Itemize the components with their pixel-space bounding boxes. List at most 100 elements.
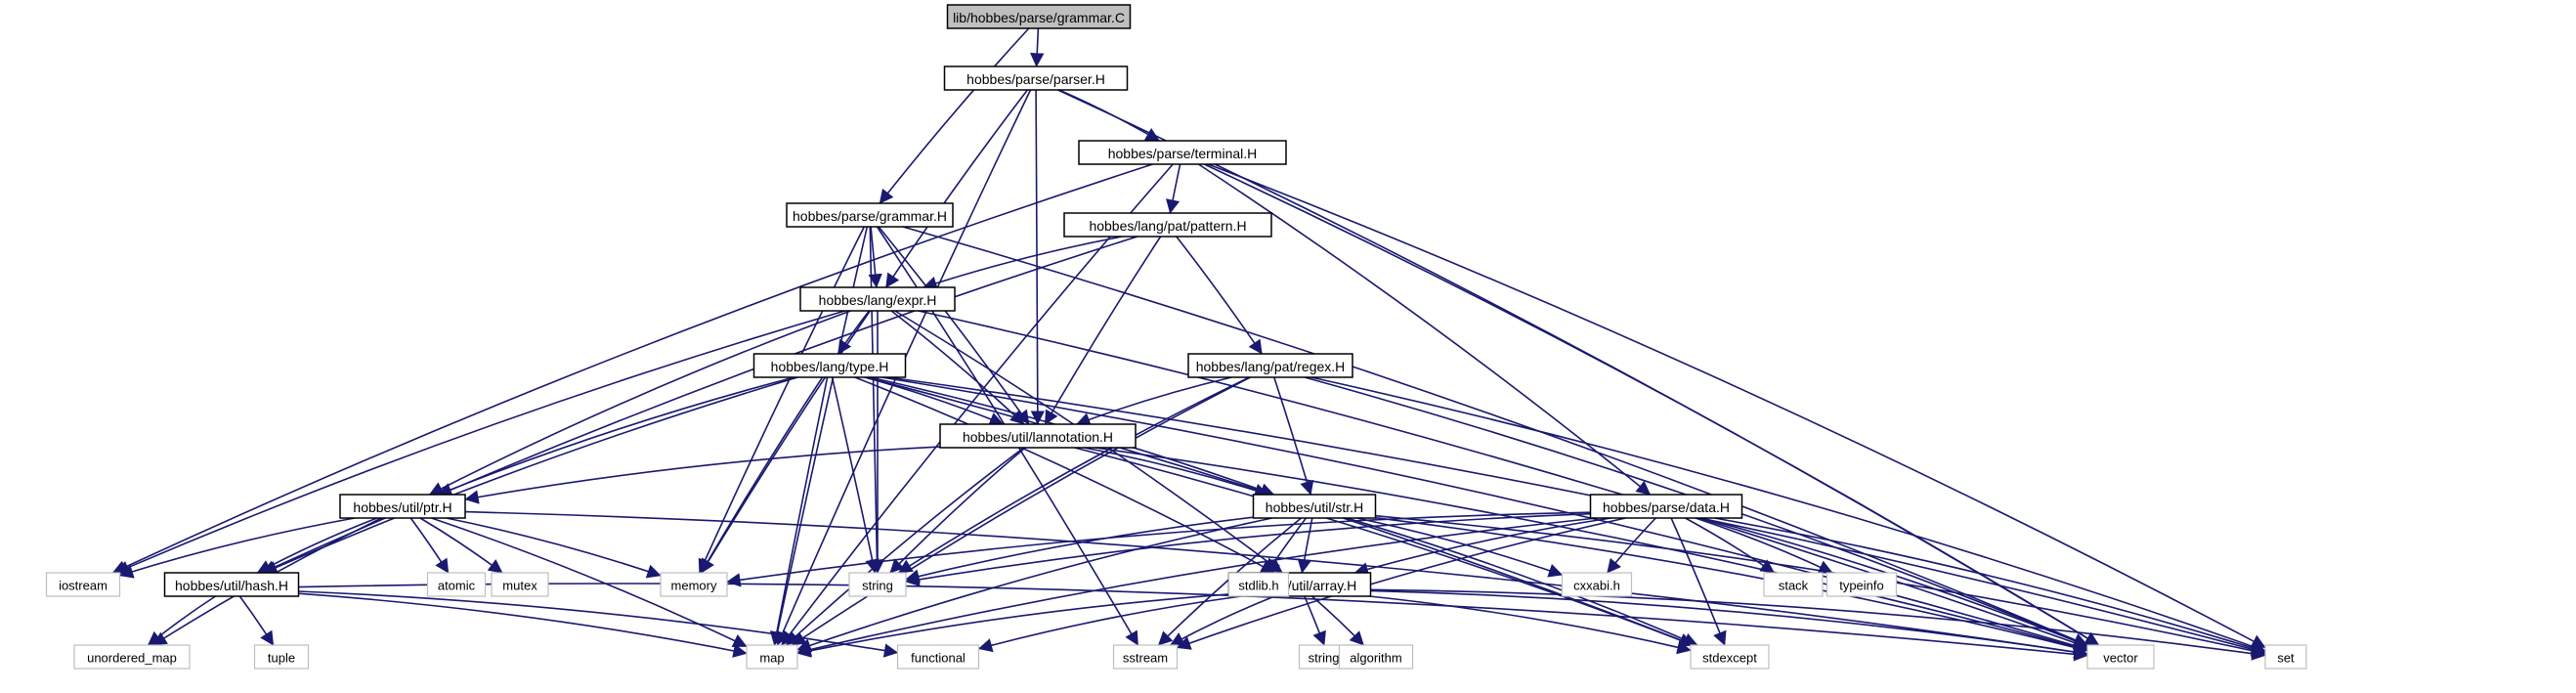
edge-expr-to-ptr	[428, 310, 851, 496]
node-str[interactable]: hobbes/util/str.H	[1252, 494, 1377, 519]
edge-parser-to-expr	[884, 89, 1029, 288]
edge-lannot-to-str	[1084, 447, 1269, 498]
edge-data-to-map	[796, 517, 1597, 657]
edge-pattern-to-lannot	[1044, 236, 1162, 425]
node-data[interactable]: hobbes/parse/data.H	[1589, 494, 1743, 519]
node-grammar[interactable]: hobbes/parse/grammar.H	[786, 202, 954, 228]
edge-regex-to-string	[897, 376, 1250, 574]
node-set-label: set	[2277, 651, 2295, 666]
node-memory: memory	[660, 572, 728, 597]
edge-data-to-cxxabi	[1607, 517, 1656, 574]
edge-grammar-to-expr	[868, 226, 882, 288]
node-stdexcept-box	[1690, 644, 1770, 670]
node-lannot[interactable]: hobbes/util/lannotation.H	[939, 423, 1137, 449]
node-data-label: hobbes/parse/data.H	[1603, 499, 1730, 515]
edge-pattern-to-hash	[261, 236, 1138, 574]
edge-grammar-to-memory	[698, 226, 866, 574]
node-memory-box	[660, 572, 728, 597]
node-functional-label: functional	[911, 651, 966, 666]
edge-terminal-to-set	[1208, 163, 2266, 649]
node-map: map	[746, 644, 798, 670]
edge-array-to-stdexcept	[1369, 595, 1692, 655]
edge-lannot-to-stdexcept	[1074, 447, 1695, 647]
edge-data-to-array	[1353, 517, 1611, 577]
node-unordered_map: unordered_map	[73, 644, 191, 670]
node-sstream: sstream	[1112, 644, 1179, 670]
node-hash-box	[163, 572, 300, 597]
edge-str-to-stdexcept	[1346, 517, 1698, 647]
node-regex[interactable]: hobbes/lang/pat/regex.H	[1187, 353, 1353, 378]
node-ptr[interactable]: hobbes/util/ptr.H	[339, 494, 466, 519]
edge-str-to-map	[796, 517, 1272, 653]
edge-hash-to-functional	[298, 590, 899, 658]
node-hash[interactable]: hobbes/util/hash.H	[163, 572, 300, 597]
node-set: set	[2264, 644, 2307, 670]
edge-terminal-to-pattern	[1165, 163, 1181, 214]
edge-type-to-set	[887, 376, 2266, 657]
node-mutex-box	[491, 572, 549, 597]
node-stack-box	[1763, 572, 1824, 597]
node-set-box	[2264, 644, 2307, 670]
node-root[interactable]: lib/hobbes/parse/grammar.C	[946, 4, 1132, 29]
node-tuple: tuple	[253, 644, 310, 670]
edge-data-to-set	[1714, 517, 2266, 655]
edge-ptr-to-hash	[256, 517, 378, 574]
edge-pattern-to-expr	[923, 236, 1123, 290]
node-functional: functional	[896, 644, 980, 670]
edge-ptr-to-mutex	[419, 517, 503, 574]
edge-data-to-string	[905, 512, 1591, 587]
node-typeinfo-label: typeinfo	[1839, 579, 1884, 593]
node-pattern[interactable]: hobbes/lang/pat/pattern.H	[1063, 212, 1272, 238]
node-lannot-box	[939, 423, 1137, 449]
edge-hash-to-vector	[298, 583, 2088, 662]
node-vector-label: vector	[2103, 651, 2138, 666]
node-str-box	[1252, 494, 1377, 519]
node-cxxabi-label: cxxabi.h	[1573, 579, 1620, 593]
edge-type-to-hash	[263, 376, 798, 575]
edge-ptr-to-iostream	[118, 517, 356, 579]
edge-type-to-memory	[700, 376, 824, 574]
edge-data-to-sstream	[1176, 517, 1626, 650]
node-pattern-label: hobbes/lang/pat/pattern.H	[1089, 218, 1246, 234]
node-stdexcept: stdexcept	[1690, 644, 1770, 670]
edge-array-to-vector	[1370, 589, 2088, 660]
node-terminal[interactable]: hobbes/parse/terminal.H	[1078, 140, 1287, 165]
edge-str-to-vector	[1375, 516, 2088, 655]
edge-pattern-to-regex	[1176, 236, 1263, 355]
edge-terminal-to-data	[1197, 163, 1652, 496]
node-root-label: lib/hobbes/parse/grammar.C	[953, 10, 1125, 25]
edge-regex-to-str	[1273, 376, 1314, 496]
node-type-box	[752, 353, 907, 378]
node-ptr-label: hobbes/util/ptr.H	[353, 499, 451, 515]
edge-hash-to-unordered_map	[147, 595, 216, 646]
node-type[interactable]: hobbes/lang/type.H	[752, 353, 907, 378]
node-lannot-label: hobbes/util/lannotation.H	[963, 429, 1113, 445]
edge-lannot-to-ptr	[464, 446, 941, 504]
edge-terminal-to-vector	[1203, 163, 2100, 646]
node-atomic-label: atomic	[438, 579, 476, 593]
node-stack: stack	[1763, 572, 1824, 597]
edge-array-to-sstream	[1169, 595, 1275, 646]
node-expr-label: hobbes/lang/expr.H	[819, 292, 937, 308]
edge-root-to-parser	[1030, 27, 1045, 67]
edge-array-to-algorithm	[1311, 595, 1364, 646]
edge-grammar-to-map	[770, 226, 869, 646]
node-sstream-box	[1112, 644, 1179, 670]
node-terminal-box	[1078, 140, 1287, 165]
node-algorithm: algorithm	[1338, 644, 1414, 670]
node-stdlib-box	[1227, 572, 1290, 597]
edge-type-to-string	[831, 376, 880, 574]
node-sstream-label: sstream	[1123, 651, 1168, 666]
node-parser[interactable]: hobbes/parse/parser.H	[943, 65, 1129, 91]
edge-grammar-to-string	[869, 226, 884, 574]
edge-ptr-to-atomic	[409, 517, 450, 574]
node-typeinfo-box	[1825, 572, 1898, 597]
node-expr[interactable]: hobbes/lang/expr.H	[799, 286, 956, 312]
edge-data-to-stack	[1685, 517, 1776, 574]
node-ptr-box	[339, 494, 466, 519]
edge-expr-to-vector	[918, 310, 2088, 650]
node-typeinfo: typeinfo	[1825, 572, 1898, 597]
edge-terminal-to-iostream	[111, 163, 1153, 574]
node-string-label: string	[862, 579, 893, 593]
